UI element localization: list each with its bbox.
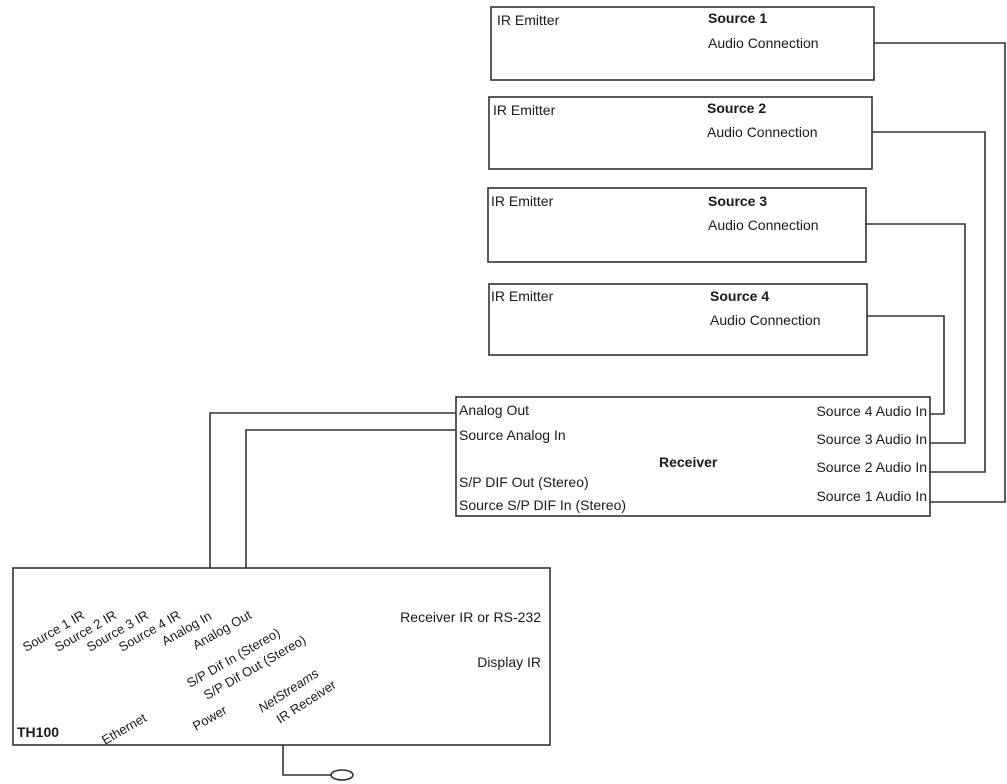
source-4-title: Source 4 bbox=[710, 288, 769, 304]
source-3-audio-label: Audio Connection bbox=[708, 217, 819, 233]
wire-source-3-audio bbox=[866, 223, 966, 444]
th100-title: TH100 bbox=[17, 724, 59, 740]
source-3-box: IR Emitter Source 3 Audio Connection bbox=[487, 187, 867, 263]
source-4-box: IR Emitter Source 4 Audio Connection bbox=[488, 283, 868, 356]
wire-source-1-audio bbox=[874, 42, 1006, 503]
ir-receiver-cable bbox=[282, 745, 332, 776]
receiver-port-source-1-audio-in: Source 1 Audio In bbox=[816, 488, 927, 504]
source-4-audio-label: Audio Connection bbox=[710, 312, 821, 328]
th100-label-receiver-ir-rs232: Receiver IR or RS-232 bbox=[400, 609, 541, 625]
source-2-box: IR Emitter Source 2 Audio Connection bbox=[488, 96, 873, 170]
wire-source-analog-in-to-th100 bbox=[245, 429, 456, 568]
receiver-port-source-2-audio-in: Source 2 Audio In bbox=[816, 459, 927, 475]
source-1-ir-emitter-label: IR Emitter bbox=[497, 12, 560, 28]
source-3-ir-emitter-label: IR Emitter bbox=[491, 193, 554, 209]
wire-source-4-audio bbox=[867, 315, 945, 415]
receiver-port-spdif-out: S/P DIF Out (Stereo) bbox=[459, 474, 589, 490]
source-1-title: Source 1 bbox=[708, 10, 767, 26]
receiver-port-source-3-audio-in: Source 3 Audio In bbox=[816, 431, 927, 447]
wire-source-2-audio bbox=[872, 131, 986, 473]
receiver-port-source-spdif-in: Source S/P DIF In (Stereo) bbox=[459, 497, 626, 513]
source-3-title: Source 3 bbox=[708, 193, 767, 209]
source-4-ir-emitter-label: IR Emitter bbox=[491, 288, 554, 304]
wire-analog-out-to-th100 bbox=[209, 412, 456, 568]
source-2-ir-emitter-label: IR Emitter bbox=[493, 102, 556, 118]
receiver-port-source-analog-in: Source Analog In bbox=[459, 427, 566, 443]
receiver-title: Receiver bbox=[659, 454, 718, 470]
source-2-title: Source 2 bbox=[707, 100, 766, 116]
receiver-box: Analog Out Source Analog In S/P DIF Out … bbox=[455, 396, 931, 517]
th100-label-display-ir: Display IR bbox=[477, 654, 541, 670]
receiver-port-analog-out: Analog Out bbox=[459, 402, 529, 418]
th100-box: TH100 Source 1 IR Source 2 IR Source 3 I… bbox=[12, 567, 551, 748]
receiver-port-source-4-audio-in: Source 4 Audio In bbox=[816, 403, 927, 419]
ir-receiver-icon bbox=[330, 769, 354, 781]
source-1-audio-label: Audio Connection bbox=[708, 35, 819, 51]
source-2-audio-label: Audio Connection bbox=[707, 124, 818, 140]
source-1-box: IR Emitter Source 1 Audio Connection bbox=[490, 6, 875, 81]
